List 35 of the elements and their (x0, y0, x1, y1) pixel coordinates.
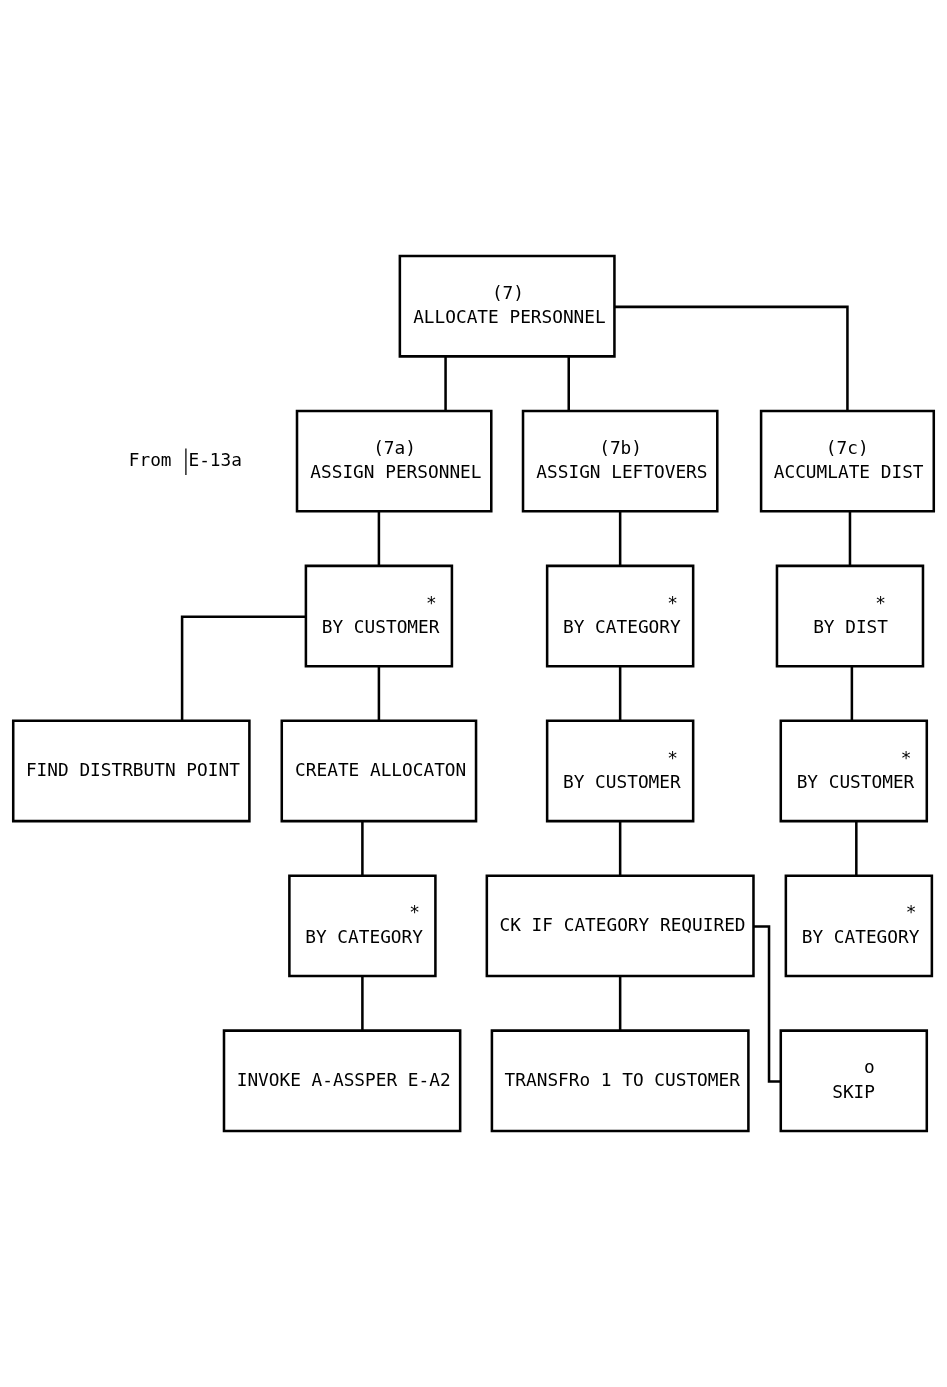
connector (618, 511, 622, 566)
node-box: TRANSFRo 1 TO CUSTOMER (490, 1029, 750, 1133)
node-box: CREATE ALLOCATON (280, 719, 478, 823)
node-box: * BY CATEGORY (288, 874, 437, 978)
connector (567, 356, 570, 411)
node-box: (7a) ASSIGN PERSONNEL (295, 409, 493, 513)
node-label: E-13a (188, 450, 242, 471)
connector (848, 511, 852, 566)
connector (618, 666, 622, 721)
connector (180, 615, 306, 721)
connector (377, 511, 381, 566)
connector (618, 976, 622, 1031)
node-box: * BY CATEGORY (784, 874, 934, 978)
node-box: FIND DISTRBUTN POINT (11, 719, 251, 823)
connector (614, 305, 849, 411)
node-label: From (128, 450, 172, 471)
node-box: * BY DIST (775, 564, 925, 668)
connector (444, 356, 447, 411)
connector (361, 976, 364, 1031)
node-box: * BY CUSTOMER (545, 719, 695, 823)
node-box: * BY CUSTOMER (779, 719, 929, 823)
node-box: (7) ALLOCATE PERSONNEL (398, 254, 616, 358)
node-box: INVOKE A-ASSPER E-A2 (222, 1029, 462, 1133)
node-box: (7b) ASSIGN LEFTOVERS (521, 409, 719, 513)
node-box: o SKIP (779, 1029, 929, 1133)
connector (361, 821, 364, 876)
node-box: * BY CATEGORY (545, 564, 695, 668)
node-box: CK IF CATEGORY REQUIRED (485, 874, 755, 978)
connector (618, 821, 622, 876)
node-box: * BY CUSTOMER (304, 564, 454, 668)
connector (377, 666, 381, 721)
node-box: (7c) ACCUMLATE DIST (759, 409, 936, 513)
connector (753, 925, 781, 1083)
connector (855, 821, 858, 876)
connector (850, 666, 854, 721)
